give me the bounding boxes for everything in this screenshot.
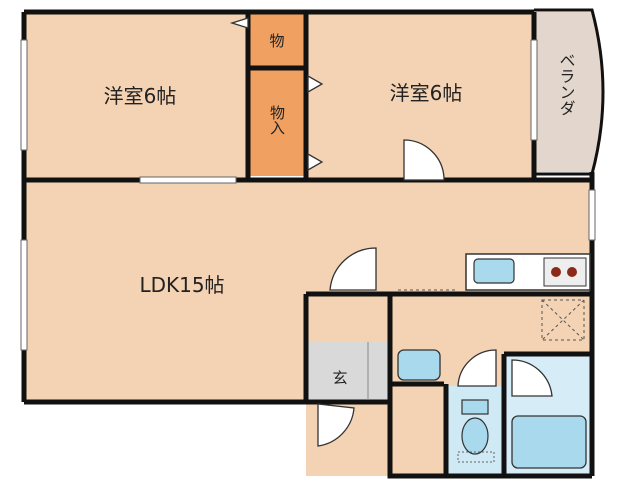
- closet-bottom-floor: [250, 70, 304, 176]
- washbasin: [397, 349, 441, 381]
- closet-top-label: 物: [269, 32, 284, 50]
- door-entrance: [317, 403, 355, 447]
- door-right-room: [403, 139, 445, 181]
- closet-bottom-label: 物入: [268, 105, 286, 135]
- doors: [229, 17, 553, 447]
- bathtub: [511, 415, 587, 469]
- door-ldk-hall: [329, 247, 377, 291]
- toilet-mat: [457, 451, 495, 463]
- closet-door-top: [229, 17, 249, 29]
- kitchen: [398, 253, 591, 341]
- western-room-left-label: 洋室6帖: [104, 84, 177, 108]
- window-room-right: [530, 39, 538, 141]
- western-room-right-label: 洋室6帖: [390, 81, 463, 105]
- window-left-upper: [20, 39, 28, 151]
- closet-door-a: [307, 74, 324, 94]
- kitchen-sink: [473, 258, 515, 284]
- veranda-label: ベランダ: [557, 52, 576, 116]
- toilet-tank: [461, 399, 489, 415]
- stove-burner-left: [551, 267, 561, 277]
- entrance-label: 玄: [332, 369, 347, 387]
- windows: [20, 39, 596, 351]
- door-toilet: [457, 349, 497, 387]
- door-bath: [511, 359, 553, 397]
- entrance-tile: [306, 342, 390, 400]
- western-room-left-floor: [24, 12, 248, 180]
- veranda-floor: [534, 12, 602, 172]
- window-left-lower: [20, 239, 28, 351]
- fridge-space: [541, 299, 585, 341]
- fixtures: [367, 342, 587, 469]
- closet-door-b: [307, 152, 324, 172]
- outer-wall-bottom-right: [387, 402, 592, 479]
- stove: [543, 257, 587, 287]
- veranda-rail: [534, 8, 605, 176]
- closet-top-floor: [250, 12, 304, 68]
- sliding-door-left-room: [139, 176, 237, 184]
- ldk-label: LDK15帖: [139, 273, 224, 297]
- floor-fills: [24, 12, 602, 476]
- stove-burner-right: [567, 267, 577, 277]
- window-ldk-right: [588, 189, 596, 241]
- toilet-bowl: [461, 417, 489, 455]
